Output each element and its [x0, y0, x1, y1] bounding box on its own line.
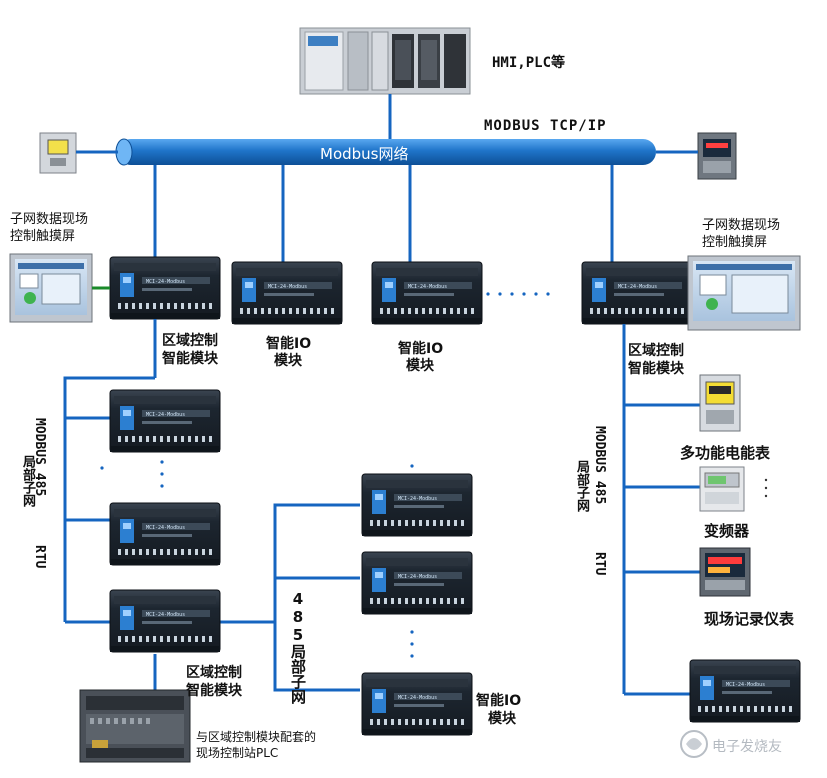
right-subnet-bottom-module	[689, 659, 801, 723]
area-control-module-right	[581, 261, 693, 325]
io-module-2-label-2: 模块	[406, 358, 434, 374]
right-subnet-bus-label-3: RTU	[592, 552, 607, 576]
field-plc-icon	[79, 689, 191, 763]
left-subnet-module-1	[109, 389, 221, 453]
left-subnet-bus-label-3: RTU	[32, 545, 47, 569]
touchscreen-right-label-1: 子网数据现场	[702, 218, 781, 233]
left-subnet-bus-label-1: MODBUS 485	[32, 418, 47, 497]
recorder-top-right-icon	[697, 132, 737, 180]
middle-subnet-ellipsis	[410, 464, 414, 658]
top-row-ellipsis	[486, 292, 550, 296]
left-bottom-area-control-label-1: 区域控制	[186, 665, 242, 681]
left-subnet-area-control-module	[109, 589, 221, 653]
watermark-text: 电子发烧友	[712, 739, 782, 755]
hmi-plc-label: HMI,PLC等	[492, 55, 566, 71]
touchscreen-left-label-2: 控制触摸屏	[10, 229, 76, 244]
touchscreen-right-icon	[687, 255, 801, 331]
right-subnet-bus-label-2: 局部子网	[574, 460, 589, 512]
middle-subnet-bus-label: 485局部子网	[289, 590, 307, 704]
power-meter-icon	[699, 374, 741, 432]
recorder-icon	[699, 547, 751, 597]
touchscreen-right-label-2: 控制触摸屏	[702, 235, 768, 250]
touchscreen-left-label-1: 子网数据现场	[10, 212, 89, 227]
io-module-1	[231, 261, 343, 325]
io-module-2-label-1: 智能IO	[398, 341, 444, 357]
device-recorder-label: 现场记录仪表	[704, 610, 795, 628]
modbus-bus	[115, 138, 656, 166]
drive-left-icon	[39, 132, 77, 174]
middle-subnet-module-2	[361, 551, 473, 615]
middle-io-module-label-1: 智能IO	[476, 693, 522, 709]
right-subnet-bus-label-1: MODBUS 485	[592, 426, 607, 505]
left-subnet-lines	[63, 319, 360, 692]
device-meter-label: 多功能电能表	[680, 444, 771, 462]
left-bottom-area-control-label-2: 智能模块	[186, 683, 242, 699]
middle-subnet-module-3	[361, 672, 473, 736]
io-module-2	[371, 261, 483, 325]
plc-caption-2: 现场控制站PLC	[196, 746, 279, 760]
middle-subnet-module-1	[361, 473, 473, 537]
plc-rack-icon	[299, 27, 471, 95]
watermark-logo-icon	[680, 730, 708, 758]
io-module-1-label-2: 模块	[274, 353, 302, 369]
device-inverter-label: 变频器	[704, 522, 750, 540]
right-subnet-lines	[622, 324, 700, 696]
left-subnet-ellipsis	[100, 460, 164, 488]
area-control-module-left	[109, 256, 221, 320]
inverter-ellipsis	[764, 478, 768, 498]
area-control-right-label-1: 区域控制	[628, 343, 684, 359]
io-module-1-label-1: 智能IO	[266, 336, 312, 352]
area-control-right-label-2: 智能模块	[628, 361, 684, 377]
modbus-tcp-label: MODBUS TCP/IP	[484, 118, 607, 134]
bus-label: Modbus网络	[320, 145, 409, 163]
bus-drops	[153, 165, 614, 262]
plc-caption-1: 与区域控制模块配套的	[196, 730, 317, 744]
left-subnet-module-2	[109, 502, 221, 566]
left-subnet-bus-label-2: 局部子网	[20, 455, 35, 507]
touchscreen-left-icon	[9, 253, 93, 323]
inverter-icon	[699, 466, 745, 512]
area-control-left-label-1: 区域控制	[162, 333, 218, 349]
middle-io-module-label-2: 模块	[488, 711, 516, 727]
area-control-left-label-2: 智能模块	[162, 351, 218, 367]
